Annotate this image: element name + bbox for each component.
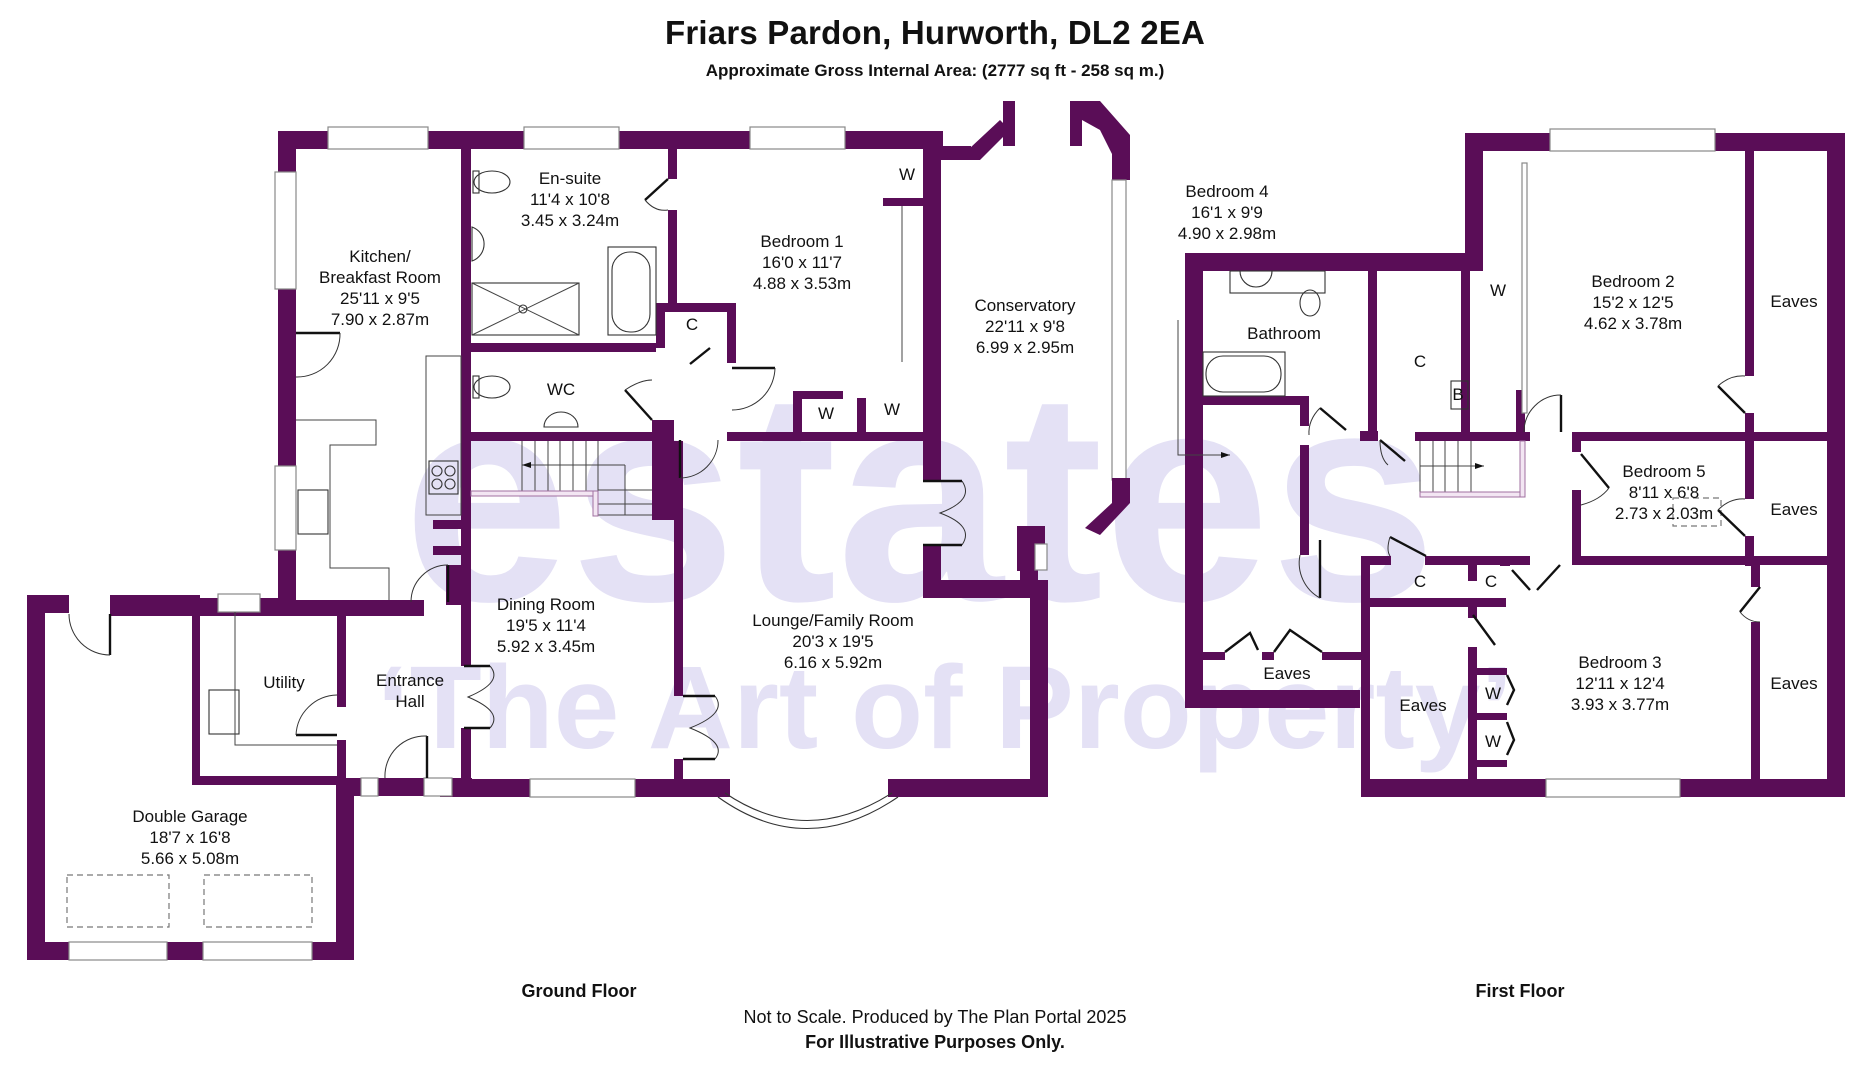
eaves-bedroom-3-right: Eaves bbox=[1770, 674, 1818, 693]
room-bathroom: Bathroom bbox=[1247, 324, 1321, 343]
ground-floor-doors bbox=[68, 178, 966, 779]
room-bedroom-2: Bedroom 2 15'2 x 12'5 4.62 x 3.78m bbox=[1583, 272, 1683, 333]
first-floor-label: First Floor bbox=[1475, 981, 1565, 1001]
room-bedroom-5: Bedroom 5 8'11 x 6'8 2.73 x 2.03m bbox=[1614, 462, 1714, 523]
room-entrance-hall: Entrance Hall bbox=[375, 671, 445, 711]
room-bedroom-4: Bedroom 4 16'1 x 9'9 4.90 x 2.98m bbox=[1177, 182, 1277, 243]
first-floor-doors bbox=[1224, 375, 1761, 756]
eaves-bedroom-2: Eaves bbox=[1770, 292, 1818, 311]
room-utility: Utility bbox=[263, 673, 305, 692]
first-floor-fixtures bbox=[1177, 270, 1722, 527]
room-double-garage: Double Garage 18'7 x 16'8 5.66 x 5.08m bbox=[132, 807, 248, 868]
boiler-b: B bbox=[1452, 385, 1464, 404]
eaves-bedroom-5: Eaves bbox=[1770, 500, 1818, 519]
ground-floor-fixtures bbox=[66, 170, 657, 928]
ground-stairs bbox=[470, 441, 652, 517]
room-conservatory: Conservatory 22'11 x 9'8 6.99 x 2.95m bbox=[974, 296, 1076, 357]
wardrobe-w-bedroom-3-top: W bbox=[1484, 684, 1502, 703]
room-wc: WC bbox=[546, 380, 576, 399]
room-en-suite: En-suite 11'4 x 10'8 3.45 x 3.24m bbox=[520, 169, 620, 230]
disclaimer-scale: Not to Scale. Produced by The Plan Porta… bbox=[743, 1007, 1127, 1027]
wardrobe-w-bottom-left: W bbox=[817, 404, 835, 423]
disclaimer-illustrative: For Illustrative Purposes Only. bbox=[805, 1032, 1065, 1052]
cupboard-c-landing-left: C bbox=[1413, 572, 1427, 591]
first-floor-stairs bbox=[1419, 440, 1526, 498]
room-bedroom-3: Bedroom 3 12'11 x 12'4 3.93 x 3.77m bbox=[1570, 653, 1670, 714]
cupboard-c-ground: C bbox=[685, 315, 699, 334]
wardrobe-w-top: W bbox=[898, 165, 916, 184]
cupboard-c-landing-right: C bbox=[1484, 572, 1498, 591]
eaves-bedroom-3-left: Eaves bbox=[1399, 696, 1447, 715]
room-kitchen-breakfast: Kitchen/ Breakfast Room 25'11 x 9'5 7.90… bbox=[319, 247, 441, 329]
room-lounge-family: Lounge/Family Room 20'3 x 19'5 6.16 x 5.… bbox=[752, 611, 914, 672]
wardrobe-w-bedroom-2: W bbox=[1489, 281, 1507, 300]
room-bedroom-1: Bedroom 1 16'0 x 11'7 4.88 x 3.53m bbox=[752, 232, 852, 293]
eaves-landing: Eaves bbox=[1263, 664, 1311, 683]
gross-area: Approximate Gross Internal Area: (2777 s… bbox=[705, 61, 1165, 80]
plan-title: Friars Pardon, Hurworth, DL2 2EA bbox=[665, 14, 1205, 51]
room-dining: Dining Room 19'5 x 11'4 5.92 x 3.45m bbox=[496, 595, 596, 656]
wardrobe-w-bottom-right: W bbox=[883, 400, 901, 419]
ground-floor-windows bbox=[68, 126, 1048, 961]
first-floor-windows bbox=[1521, 128, 1716, 798]
wardrobe-w-bedroom-3-bottom: W bbox=[1484, 732, 1502, 751]
cupboard-c-first: C bbox=[1413, 352, 1427, 371]
ground-floor-label: Ground Floor bbox=[521, 981, 637, 1001]
